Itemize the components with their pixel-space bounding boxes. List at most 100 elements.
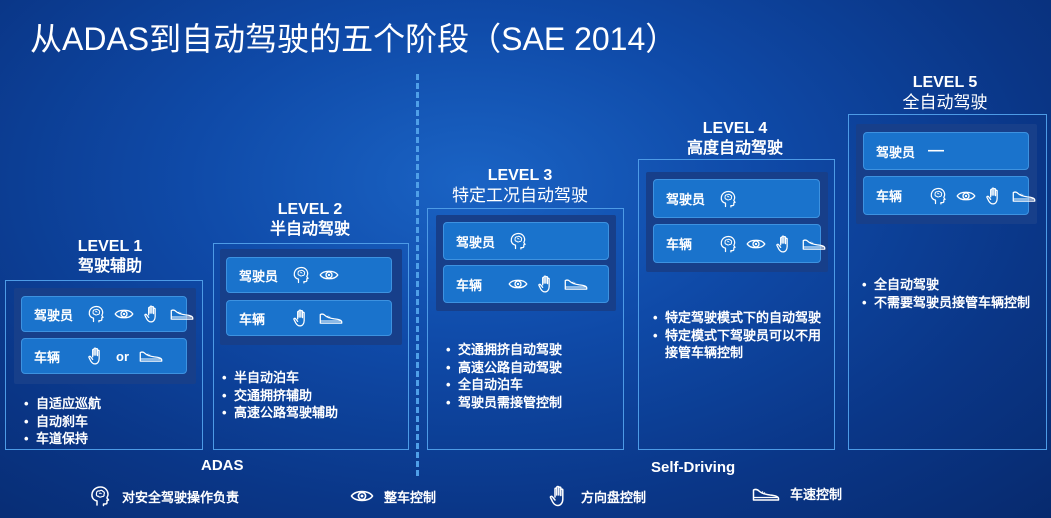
brain-icon <box>88 484 112 508</box>
level-5-header: LEVEL 5 全自动驾驶 <box>880 73 1010 113</box>
level-4-number: LEVEL 4 <box>702 120 768 137</box>
level-2-header: LEVEL 2 半自动驾驶 <box>255 200 365 240</box>
list-item: 高速公路驾驶辅助 <box>222 404 338 422</box>
legend-label: 车速控制 <box>790 487 843 502</box>
level-4-vehicle-row: 车辆 <box>653 224 821 263</box>
level-5-number: LEVEL 5 <box>912 74 978 91</box>
list-item: 交通拥挤自动驾驶 <box>446 341 562 359</box>
self-driving-label: Self-Driving <box>651 459 736 476</box>
shoe-icon <box>170 307 194 321</box>
level-5-frame <box>848 114 1047 450</box>
level-4-name: 高度自动驾驶 <box>686 140 783 157</box>
level-2-number: LEVEL 2 <box>277 201 343 218</box>
brain-icon <box>508 231 528 251</box>
vehicle-label: 车辆 <box>666 237 693 252</box>
hand-icon <box>984 186 1004 206</box>
list-item: 特定驾驶模式下的自动驾驶 <box>653 309 821 327</box>
eye-icon <box>319 265 339 285</box>
eye-icon <box>114 304 134 324</box>
level-5-name: 全自动驾驶 <box>902 93 988 112</box>
level-2-examples: 半自动泊车 交通拥挤辅助 高速公路驾驶辅助 <box>222 369 338 422</box>
level-3-frame <box>427 208 624 450</box>
list-item: 自动刹车 <box>24 413 101 431</box>
section-divider <box>416 74 419 476</box>
legend-vehicle-control: 整车控制 <box>350 484 436 508</box>
legend-responsibility: 对安全驾驶操作负责 <box>88 484 239 508</box>
eye-icon <box>508 274 528 294</box>
vehicle-label: 车辆 <box>239 311 266 327</box>
level-2-driver-row: 驾驶员 <box>226 257 392 293</box>
level-3-driver-row: 驾驶员 <box>443 222 609 260</box>
brain-icon <box>86 304 106 324</box>
level-3-examples: 交通拥挤自动驾驶 高速公路自动驾驶 全自动泊车 驾驶员需接管控制 <box>446 341 562 411</box>
level-2-frame <box>213 243 409 450</box>
level-3-vehicle-row: 车辆 <box>443 265 609 303</box>
list-item: 高速公路自动驾驶 <box>446 359 562 377</box>
level-4-examples: 特定驾驶模式下的自动驾驶 特定模式下驾驶员可以不用接管车辆控制 <box>653 309 821 362</box>
level-1-header: LEVEL 1 驾驶辅助 <box>55 237 165 277</box>
driver-label: 驾驶员 <box>456 234 496 250</box>
driver-label: 驾驶员 <box>876 144 916 160</box>
level-2-name: 半自动驾驶 <box>269 221 350 238</box>
hand-icon <box>774 234 794 254</box>
legend-label: 对安全驾驶操作负责 <box>122 489 240 505</box>
level-4-frame <box>638 159 835 450</box>
list-item: 车道保持 <box>24 430 101 448</box>
legend-speed-control: 车速控制 <box>752 484 842 503</box>
level-5-driver-row: 驾驶员 — <box>863 132 1029 170</box>
level-3-name: 特定工况自动驾驶 <box>452 186 588 205</box>
level-3-number: LEVEL 3 <box>487 167 553 184</box>
list-item: 半自动泊车 <box>222 369 338 387</box>
driver-label: 驾驶员 <box>34 307 74 323</box>
brain-icon <box>718 189 738 209</box>
brain-icon <box>291 265 311 285</box>
level-5-vehicle-row: 车辆 <box>863 176 1029 215</box>
list-item: 交通拥挤辅助 <box>222 387 338 405</box>
page-title: 从ADAS到自动驾驶的五个阶段（SAE 2014） <box>30 21 678 57</box>
level-1-name: 驾驶辅助 <box>77 258 142 275</box>
shoe-icon <box>564 277 588 291</box>
adas-label: ADAS <box>201 457 244 474</box>
shoe-icon <box>752 486 780 502</box>
level-1-driver-row: 驾驶员 <box>21 296 187 332</box>
legend-label: 整车控制 <box>384 489 437 505</box>
eye-icon <box>956 186 976 206</box>
eye-icon <box>746 234 766 254</box>
hand-icon <box>536 274 556 294</box>
level-5-examples: 全自动驾驶 不需要驾驶员接管车辆控制 <box>862 276 1032 311</box>
level-4-driver-row: 驾驶员 <box>653 179 820 218</box>
brain-icon <box>928 186 948 206</box>
list-item: 全自动驾驶 <box>862 276 1032 294</box>
driver-label: 驾驶员 <box>666 192 706 207</box>
hand-icon <box>291 308 311 328</box>
hand-icon <box>86 346 106 366</box>
eye-icon <box>350 484 374 508</box>
none-dash: — <box>928 142 944 159</box>
hand-icon <box>142 304 162 324</box>
vehicle-label: 车辆 <box>876 189 903 204</box>
level-1-number: LEVEL 1 <box>77 238 143 255</box>
shoe-icon <box>802 237 826 251</box>
shoe-icon <box>1012 189 1036 203</box>
hand-icon <box>547 484 571 508</box>
vehicle-label: 车辆 <box>34 349 61 365</box>
level-1-vehicle-row: 车辆 or <box>21 338 187 374</box>
list-item: 不需要驾驶员接管车辆控制 <box>862 294 1032 312</box>
list-item: 自适应巡航 <box>24 395 101 413</box>
list-item: 驾驶员需接管控制 <box>446 394 562 412</box>
list-item: 全自动泊车 <box>446 376 562 394</box>
or-text: or <box>116 348 129 364</box>
level-4-header: LEVEL 4 高度自动驾驶 <box>670 119 800 159</box>
vehicle-label: 车辆 <box>456 277 483 293</box>
level-1-examples: 自适应巡航 自动刹车 车道保持 <box>24 395 101 448</box>
brain-icon <box>718 234 738 254</box>
driver-label: 驾驶员 <box>239 268 279 284</box>
list-item: 特定模式下驾驶员可以不用接管车辆控制 <box>653 327 821 362</box>
shoe-icon <box>319 311 343 325</box>
level-2-vehicle-row: 车辆 <box>226 300 392 336</box>
legend-label: 方向盘控制 <box>581 489 647 505</box>
level-3-header: LEVEL 3 特定工况自动驾驶 <box>450 166 590 206</box>
shoe-icon <box>139 349 163 363</box>
level-1-frame <box>5 280 203 450</box>
legend-steering-control: 方向盘控制 <box>547 484 646 508</box>
